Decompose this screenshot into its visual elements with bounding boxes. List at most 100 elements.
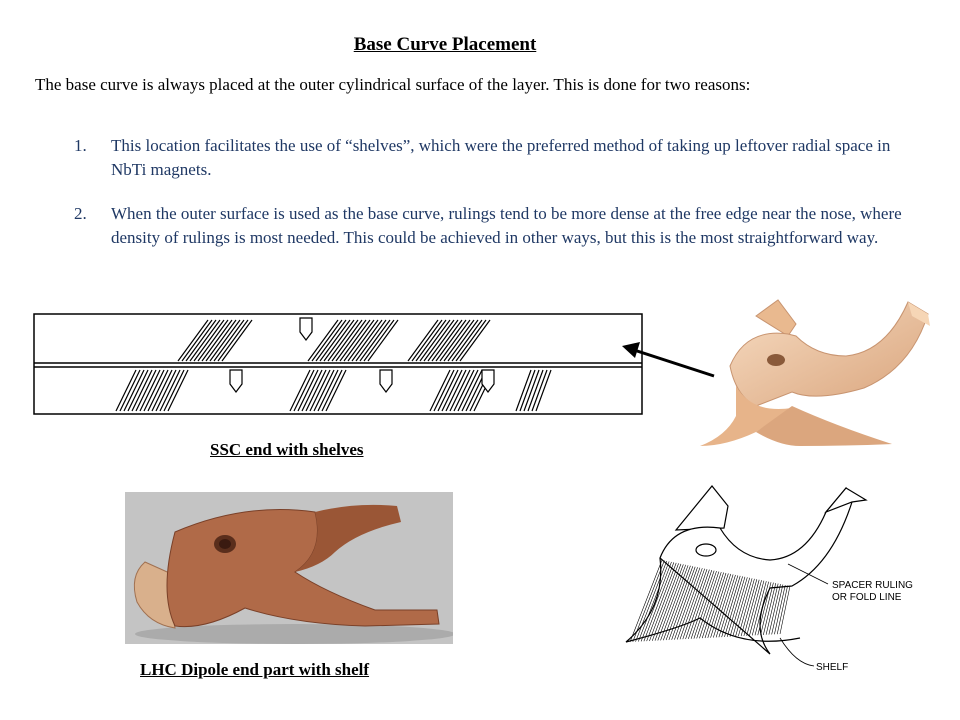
ruling-line xyxy=(676,568,703,640)
hatch-line xyxy=(143,369,165,412)
hatch-line xyxy=(193,319,225,362)
hatch-line xyxy=(411,319,443,362)
page-title: Base Curve Placement xyxy=(353,34,537,55)
hatch-line xyxy=(439,319,471,362)
ruling-line xyxy=(629,559,663,643)
ruling-line xyxy=(696,571,720,639)
ruling-line xyxy=(699,571,722,639)
hatch-line xyxy=(127,369,149,412)
hatch-line xyxy=(151,369,173,412)
hatch-line xyxy=(437,369,459,412)
hatch-line xyxy=(527,369,544,412)
ruling-line xyxy=(715,574,736,638)
hatch-line xyxy=(427,319,459,362)
hatch-line xyxy=(201,319,233,362)
ruling-line xyxy=(713,574,734,638)
hatch-line xyxy=(519,369,536,412)
ruling-line xyxy=(665,566,694,641)
hatch-line xyxy=(323,319,355,362)
hatch-line xyxy=(419,319,451,362)
hatch-line xyxy=(189,319,221,362)
ruling-line xyxy=(646,562,677,642)
hatch-line xyxy=(455,319,487,362)
ruling-line xyxy=(682,569,708,640)
ssc-end-drawing xyxy=(33,313,643,415)
ruling-drawing: SPACER RULING OR FOLD LINE SHELF xyxy=(625,485,913,673)
hatch-line xyxy=(457,369,479,412)
hatch-line xyxy=(415,319,447,362)
ruling-line xyxy=(679,568,705,640)
hatch-line xyxy=(221,319,253,362)
ruling-line xyxy=(701,572,724,639)
ruling-line xyxy=(726,576,746,637)
hatch-line xyxy=(317,369,339,412)
ruling-line xyxy=(657,564,686,641)
ruling-line xyxy=(743,579,760,637)
ruling-line xyxy=(721,575,741,638)
reason-number: 2. xyxy=(74,204,87,223)
ruling-line xyxy=(754,581,769,636)
ruling-line xyxy=(654,564,684,641)
lhc-part-photo xyxy=(125,492,453,644)
ruling-line xyxy=(693,570,717,639)
ruling-line xyxy=(690,570,715,639)
hatch-line xyxy=(445,369,467,412)
ruling-line xyxy=(749,580,765,636)
hatch-line xyxy=(217,319,249,362)
hatch-line xyxy=(435,319,467,362)
ruling-line xyxy=(724,576,743,638)
hatch-line xyxy=(367,319,399,362)
hatch-line xyxy=(209,319,241,362)
ruling-line xyxy=(718,575,739,638)
hatch-line xyxy=(343,319,375,362)
ruling-line xyxy=(779,585,791,635)
hatch-line xyxy=(535,369,552,412)
ruling-line xyxy=(660,565,689,641)
spacer-ruling-label: SPACER RULING xyxy=(832,580,913,591)
hatch-line xyxy=(347,319,379,362)
reason-text: This location facilitates the use of “sh… xyxy=(111,136,891,179)
reason-item-2: 2. When the outer surface is used as the… xyxy=(74,202,904,250)
ruling-line xyxy=(740,579,758,637)
ruling-line xyxy=(765,583,779,635)
hatch-line xyxy=(339,319,371,362)
fold-line-label: OR FOLD LINE xyxy=(832,592,902,603)
ssc-part-render xyxy=(700,299,930,446)
ruling-line xyxy=(688,570,713,639)
ruling-line xyxy=(640,561,672,642)
hatch-line xyxy=(197,319,229,362)
ruling-line xyxy=(776,585,788,635)
ruling-line xyxy=(704,572,727,639)
hatch-line xyxy=(139,369,161,412)
hatch-line xyxy=(363,319,395,362)
hatch-line xyxy=(515,369,532,412)
hatch-line xyxy=(305,369,327,412)
hatch-line xyxy=(433,369,455,412)
hatch-line xyxy=(115,369,137,412)
hatch-line xyxy=(451,319,483,362)
ruling-line xyxy=(746,580,762,636)
hatch-line xyxy=(523,369,540,412)
hatch-line xyxy=(449,369,471,412)
ruling-line xyxy=(632,560,665,642)
hatch-line xyxy=(459,319,491,362)
hatch-line xyxy=(181,319,213,362)
hatch-line xyxy=(407,319,439,362)
ruling-line xyxy=(735,578,753,637)
hatch-line xyxy=(429,369,451,412)
hatch-line xyxy=(177,319,209,362)
hatch-line xyxy=(147,369,169,412)
hatch-line xyxy=(325,369,347,412)
ruling-line xyxy=(763,583,777,635)
hatch-line xyxy=(311,319,343,362)
hatch-line xyxy=(321,369,343,412)
ruling-line xyxy=(771,584,784,635)
lhc-caption: LHC Dipole end part with shelf xyxy=(140,660,370,679)
ruling-line xyxy=(768,584,781,635)
hatch-line xyxy=(423,319,455,362)
ruling-line xyxy=(649,563,679,642)
hatch-line xyxy=(461,369,483,412)
ruling-line xyxy=(729,577,748,637)
hatch-line xyxy=(313,369,335,412)
hatch-line xyxy=(297,369,319,412)
